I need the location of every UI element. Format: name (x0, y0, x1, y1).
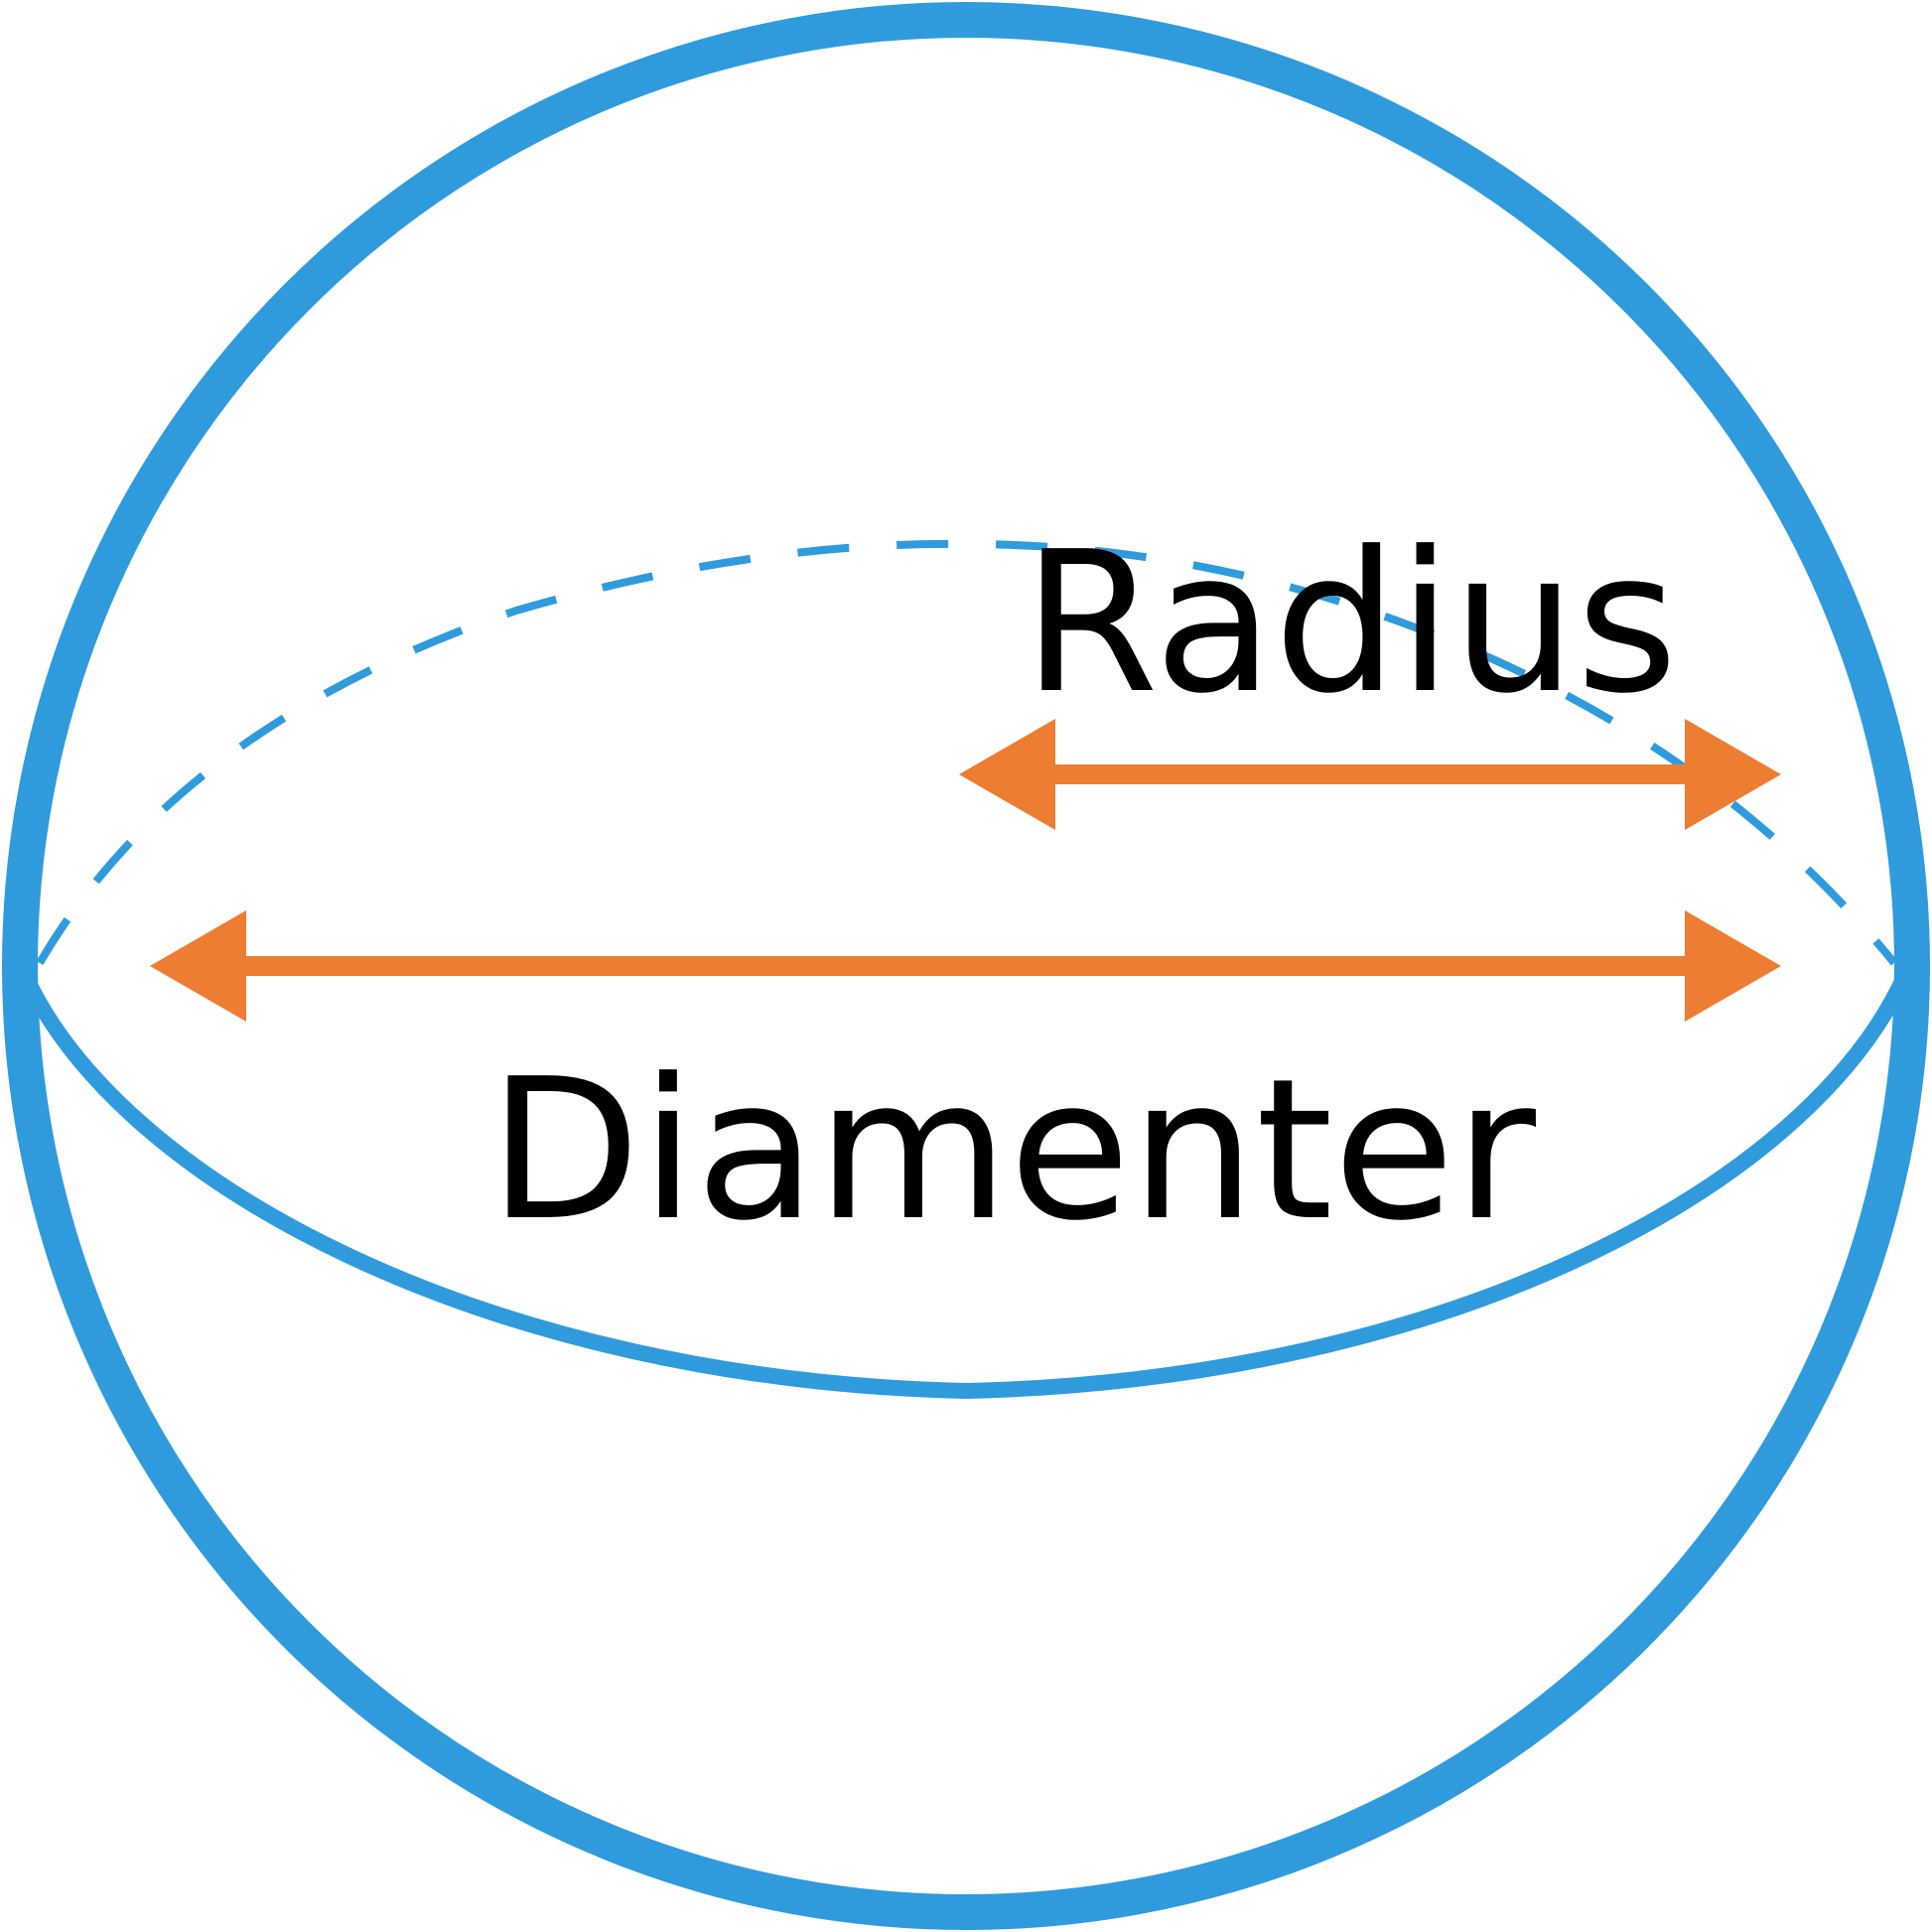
radius-arrow-shaft (1052, 764, 1688, 784)
equator-back-dashed-arc (36, 539, 1898, 966)
diameter-arrow-left-head (150, 910, 246, 1022)
radius-label: Radius (1023, 510, 1678, 737)
radius-arrow-left-head (959, 719, 1055, 830)
diameter-arrow-right-head (1685, 910, 1781, 1022)
diameter-arrow (150, 910, 1781, 1022)
equator-front-arc (12, 955, 1920, 1400)
radius-arrow (959, 719, 1781, 830)
diameter-label: Diamenter (488, 1037, 1536, 1264)
radius-arrow-right-head (1685, 719, 1781, 830)
diameter-arrow-shaft (243, 956, 1688, 976)
